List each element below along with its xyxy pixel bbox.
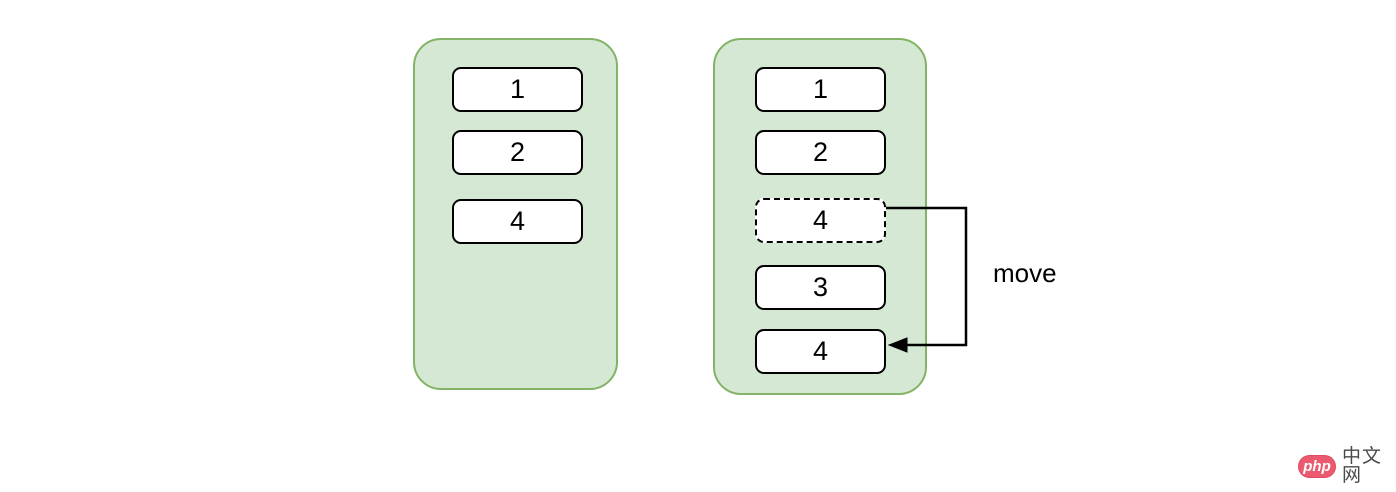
stack-item: 4 [452,199,583,244]
move-arrow-label: move [993,258,1057,288]
stack-item: 1 [755,67,886,112]
stack-container-after: 1 2 4 3 4 [713,38,927,395]
stack-item: 2 [452,130,583,175]
stack-item: 4 [755,329,886,374]
stack-item: 3 [755,265,886,310]
php-cn-site-text: 中文网 [1342,446,1383,486]
php-logo-badge: php [1298,454,1336,478]
stack-item: 1 [452,67,583,112]
stack-item: 2 [755,130,886,175]
stack-container-before: 1 2 4 [413,38,618,390]
stack-item-dashed: 4 [755,198,886,243]
php-cn-watermark: php 中文网 [1298,447,1396,485]
